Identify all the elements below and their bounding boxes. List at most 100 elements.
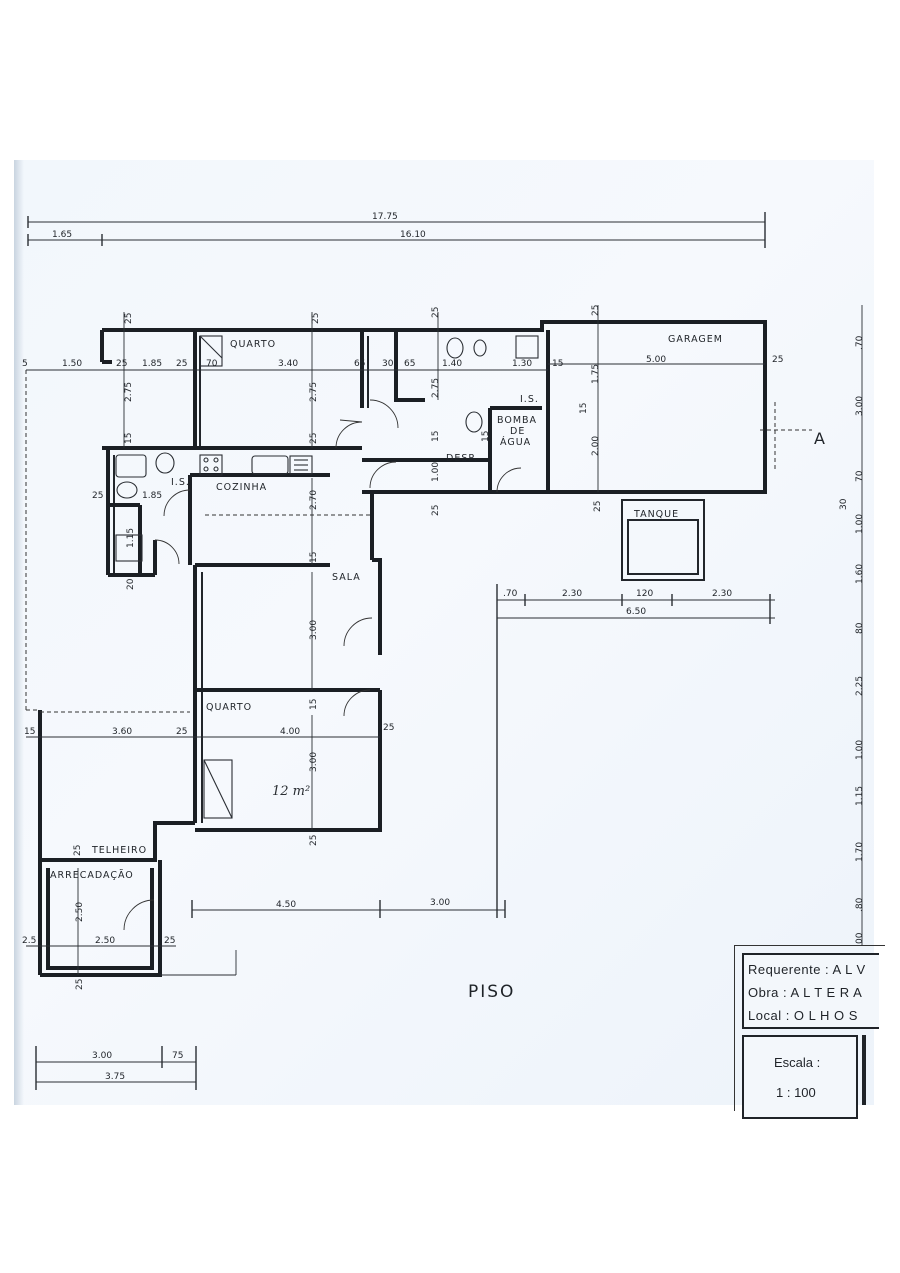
- dim-v-2-75b: 2.75: [309, 382, 319, 402]
- dim-v-25-top2: 25: [311, 313, 321, 324]
- room-telheiro: TELHEIRO: [91, 845, 147, 856]
- dim-row-1-30: 1.30: [512, 359, 532, 369]
- dim-q-3-60: 3.60: [112, 727, 132, 737]
- dim-r-2-25: 2.25: [855, 676, 865, 696]
- dim-r-1-00b: 1.00: [855, 740, 865, 760]
- dim-v-25-low1: 25: [431, 505, 441, 516]
- dim-g-120: 120: [636, 589, 653, 599]
- sheet-shadow: [14, 160, 24, 1105]
- dim-r-70: .70: [855, 335, 865, 350]
- fixtures: [115, 335, 539, 819]
- vertical-dimensions: 25 25 25 25 2.75 2.75 2.75 15 25 15 1.75…: [92, 305, 603, 846]
- dim-a-2-50v: 2.50: [75, 902, 85, 922]
- room-is-top: I.S.: [520, 394, 539, 405]
- garage-dimensions: .70 2.30 120 2.30 6.50: [496, 584, 775, 918]
- dim-v-20: 20: [126, 578, 136, 590]
- dim-q-25: 25: [176, 727, 187, 737]
- dim-overall-1-65: 1.65: [52, 230, 72, 240]
- dim-v-25-top3: 25: [431, 307, 441, 318]
- quarto-dimensions: 15 3.60 25 4.00 25: [24, 727, 380, 856]
- room-garagem: GARAGEM: [668, 334, 723, 345]
- doors: [123, 399, 522, 931]
- title-obra: Obra : A L T E R A: [748, 985, 863, 1000]
- dim-a-25l: 2.5: [22, 936, 36, 946]
- room-arrecadacao: ARRECADAÇÃO: [50, 870, 134, 881]
- dim-r-1-70: 1.70: [855, 842, 865, 862]
- dim-h-25-q: 25: [383, 723, 394, 733]
- dim-a-25b: 25: [75, 979, 85, 990]
- scale-value: 1 : 100: [776, 1085, 816, 1100]
- area-note: 12 m²: [272, 784, 310, 799]
- room-bomba-1: BOMBA: [497, 415, 537, 426]
- dim-v-2-75c: 2.75: [431, 378, 441, 398]
- dim-r-1-15: 1.15: [855, 786, 865, 806]
- arrecadacao-dimensions: 2.50 2.5 2.50 25 25: [22, 868, 237, 990]
- dim-q-4-00: 4.00: [280, 727, 300, 737]
- dim-left-25: 25: [92, 491, 103, 501]
- section-marker-a: A: [814, 429, 825, 448]
- dim-row-5: 5: [22, 359, 28, 369]
- walls: [25, 320, 812, 977]
- floor-title: PISO: [468, 982, 515, 1002]
- bottom-dimensions: 4.50 3.00: [191, 898, 506, 918]
- dim-a-25r: 25: [164, 936, 175, 946]
- dim-f-3-00: 3.00: [92, 1051, 112, 1061]
- dim-r-80b: .80: [855, 897, 865, 912]
- dim-r-80a: 80: [855, 622, 865, 634]
- dim-row-25a: 25: [116, 359, 127, 369]
- dim-overall-total: 17.75: [372, 212, 398, 222]
- dim-v-25-low2: 25: [593, 501, 603, 512]
- dim-row-30: 30: [382, 359, 394, 369]
- room-desp: DESP.: [446, 453, 478, 464]
- room-cozinha: COZINHA: [216, 482, 267, 493]
- title-requerente: Requerente : A L V: [748, 962, 866, 977]
- dim-a-2-50h: 2.50: [95, 936, 115, 946]
- dim-v-15a: 15: [124, 433, 134, 444]
- dim-v-2-75a: 2.75: [124, 382, 134, 402]
- dim-overall-16-10: 16.10: [400, 230, 426, 240]
- row-dimensions: 5 1.50 25 1.85 25 70 3.40 65 30 65 1.40 …: [22, 355, 783, 371]
- title-local: Local : O L H O S: [748, 1008, 858, 1023]
- room-bomba-3: ÁGUA: [500, 436, 531, 448]
- scale-box: Escala : 1 : 100: [742, 1035, 858, 1119]
- right-dimensions: .70 3.00 70 30 1.00 1.60 80 2.25 1.00 1.…: [839, 305, 865, 945]
- room-labels: QUARTO GARAGEM I.S. BOMBA DE ÁGUA DESP. …: [50, 334, 723, 881]
- dim-f-3-75: 3.75: [105, 1072, 125, 1082]
- scale-label: Escala :: [774, 1055, 821, 1070]
- dim-v-25-mid: 25: [309, 433, 319, 444]
- dim-v-15c: 15: [579, 403, 589, 414]
- dim-row-25b: 25: [176, 359, 187, 369]
- title-block-frame: [734, 945, 885, 1111]
- title-block-bar: [862, 1035, 866, 1105]
- dim-v-25-top4: 25: [591, 305, 601, 316]
- dim-row-3-40: 3.40: [278, 359, 298, 369]
- dim-t-25: 25: [73, 845, 83, 856]
- dim-g-2-30a: 2.30: [562, 589, 582, 599]
- dim-v-1-75: 1.75: [591, 364, 601, 384]
- dim-r-00: 00: [855, 932, 865, 944]
- footer-dimensions: 3.00 75 3.75: [35, 1046, 197, 1090]
- dim-q-15: 15: [24, 727, 35, 737]
- dim-v-1-00: 1.00: [431, 462, 441, 482]
- dim-v-3-00-q: 3.00: [309, 752, 319, 772]
- dim-g-70: .70: [503, 589, 518, 599]
- room-quarto-bottom: QUARTO: [206, 702, 252, 713]
- dim-v-15-q: 15: [309, 699, 319, 710]
- dim-row-15: 15: [552, 359, 563, 369]
- dim-r-1-60: 1.60: [855, 564, 865, 584]
- room-tanque: TANQUE: [633, 509, 679, 520]
- dim-g-6-50: 6.50: [626, 607, 646, 617]
- dim-v-25-q: 25: [309, 835, 319, 846]
- dim-v-2-70: 2.70: [309, 490, 319, 510]
- dim-row-25c: 25: [772, 355, 783, 365]
- dim-v-15-k: 15: [481, 431, 491, 442]
- dim-left-1-85: 1.85: [142, 491, 162, 501]
- dim-row-1-85: 1.85: [142, 359, 162, 369]
- dim-row-1-50: 1.50: [62, 359, 82, 369]
- dim-f-75: 75: [172, 1051, 183, 1061]
- dim-g-2-30b: 2.30: [712, 589, 732, 599]
- dim-b-3-00: 3.00: [430, 898, 450, 908]
- dim-r-3-00: 3.00: [855, 396, 865, 416]
- dim-row-65a: 65: [354, 359, 365, 369]
